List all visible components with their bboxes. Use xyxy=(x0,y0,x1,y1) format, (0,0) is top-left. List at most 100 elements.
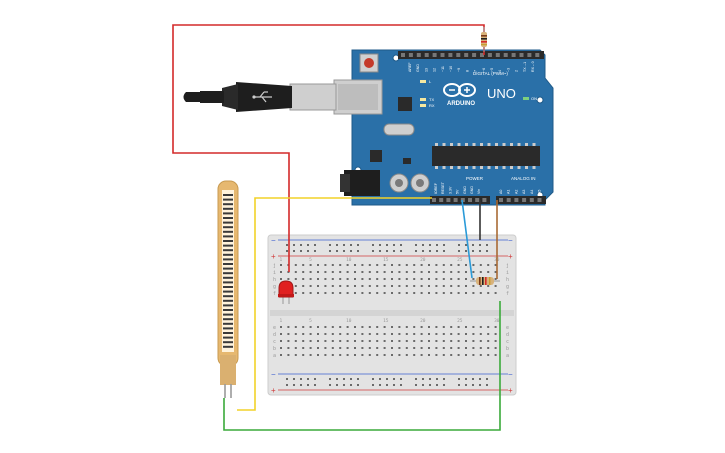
breadboard-hole[interactable] xyxy=(435,347,438,349)
breadboard-hole[interactable] xyxy=(450,340,453,342)
breadboard-hole[interactable] xyxy=(309,347,312,349)
breadboard-hole[interactable] xyxy=(383,278,386,280)
breadboard-hole[interactable] xyxy=(450,333,453,335)
rail-hole[interactable] xyxy=(443,250,445,252)
breadboard-hole[interactable] xyxy=(435,354,438,356)
breadboard-hole[interactable] xyxy=(465,292,467,294)
breadboard-hole[interactable] xyxy=(465,340,467,342)
rail-hole[interactable] xyxy=(472,384,474,386)
breadboard-hole[interactable] xyxy=(413,354,416,356)
breadboard-hole[interactable] xyxy=(317,285,319,287)
breadboard-hole[interactable] xyxy=(324,326,327,328)
breadboard-hole[interactable] xyxy=(287,326,290,328)
breadboard-hole[interactable] xyxy=(450,292,453,294)
breadboard-hole[interactable] xyxy=(361,354,364,356)
breadboard-hole[interactable] xyxy=(472,326,475,328)
rail-hole[interactable] xyxy=(472,244,474,246)
breadboard-hole[interactable] xyxy=(361,271,364,273)
rail-hole[interactable] xyxy=(479,384,481,386)
header-pin[interactable] xyxy=(440,53,445,57)
breadboard-hole[interactable] xyxy=(435,333,438,335)
usb-cable[interactable] xyxy=(183,82,337,112)
rail-hole[interactable] xyxy=(472,250,474,252)
breadboard-hole[interactable] xyxy=(346,264,349,266)
breadboard-hole[interactable] xyxy=(280,271,282,273)
breadboard-hole[interactable] xyxy=(294,354,297,356)
breadboard-hole[interactable] xyxy=(361,292,364,294)
breadboard-hole[interactable] xyxy=(324,340,327,342)
breadboard-hole[interactable] xyxy=(280,333,282,335)
breadboard-hole[interactable] xyxy=(361,285,364,287)
breadboard-hole[interactable] xyxy=(420,333,423,335)
breadboard-hole[interactable] xyxy=(450,326,453,328)
breadboard-hole[interactable] xyxy=(354,333,356,335)
breadboard-hole[interactable] xyxy=(435,278,438,280)
breadboard-hole[interactable] xyxy=(398,340,401,342)
breadboard-hole[interactable] xyxy=(487,285,490,287)
breadboard-hole[interactable] xyxy=(354,326,356,328)
breadboard-hole[interactable] xyxy=(435,271,438,273)
rail-hole[interactable] xyxy=(293,378,295,380)
breadboard-hole[interactable] xyxy=(354,340,356,342)
rail-hole[interactable] xyxy=(386,378,388,380)
header-pin[interactable] xyxy=(432,198,436,202)
breadboard-hole[interactable] xyxy=(302,271,305,273)
breadboard-hole[interactable] xyxy=(294,285,297,287)
breadboard-hole[interactable] xyxy=(346,340,349,342)
breadboard-hole[interactable] xyxy=(405,347,408,349)
rail-hole[interactable] xyxy=(372,384,374,386)
rail-hole[interactable] xyxy=(422,250,424,252)
breadboard-hole[interactable] xyxy=(361,340,364,342)
breadboard-hole[interactable] xyxy=(324,264,327,266)
rail-hole[interactable] xyxy=(343,244,345,246)
breadboard-hole[interactable] xyxy=(494,278,497,280)
rail-hole[interactable] xyxy=(300,250,302,252)
breadboard-hole[interactable] xyxy=(391,285,393,287)
breadboard-hole[interactable] xyxy=(435,326,438,328)
breadboard-hole[interactable] xyxy=(420,264,423,266)
breadboard-hole[interactable] xyxy=(457,278,460,280)
breadboard-hole[interactable] xyxy=(465,285,467,287)
breadboard-hole[interactable] xyxy=(324,333,327,335)
breadboard-hole[interactable] xyxy=(280,326,282,328)
rail-hole[interactable] xyxy=(350,378,352,380)
rail-hole[interactable] xyxy=(393,250,395,252)
breadboard-hole[interactable] xyxy=(457,326,460,328)
breadboard-hole[interactable] xyxy=(346,326,349,328)
breadboard-hole[interactable] xyxy=(413,285,416,287)
breadboard-hole[interactable] xyxy=(302,278,305,280)
rail-hole[interactable] xyxy=(393,384,395,386)
breadboard-hole[interactable] xyxy=(428,271,430,273)
breadboard-hole[interactable] xyxy=(302,333,305,335)
analog-header[interactable] xyxy=(496,196,546,204)
breadboard-hole[interactable] xyxy=(457,292,460,294)
breadboard-hole[interactable] xyxy=(324,347,327,349)
breadboard-hole[interactable] xyxy=(398,354,401,356)
breadboard-hole[interactable] xyxy=(331,292,334,294)
rail-hole[interactable] xyxy=(436,378,438,380)
resistor-breadboard[interactable] xyxy=(470,277,500,285)
header-pin[interactable] xyxy=(480,53,484,57)
breadboard-hole[interactable] xyxy=(472,333,475,335)
breadboard-hole[interactable] xyxy=(302,347,305,349)
rail-hole[interactable] xyxy=(436,384,438,386)
breadboard-hole[interactable] xyxy=(317,271,319,273)
breadboard-hole[interactable] xyxy=(287,278,290,280)
rail-hole[interactable] xyxy=(293,384,295,386)
rail-hole[interactable] xyxy=(329,378,331,380)
breadboard-hole[interactable] xyxy=(487,264,490,266)
breadboard-hole[interactable] xyxy=(420,326,423,328)
breadboard-hole[interactable] xyxy=(391,326,393,328)
breadboard-hole[interactable] xyxy=(368,292,371,294)
breadboard-hole[interactable] xyxy=(391,340,393,342)
rail-hole[interactable] xyxy=(357,250,359,252)
rail-hole[interactable] xyxy=(486,250,488,252)
breadboard-hole[interactable] xyxy=(405,264,408,266)
rail-hole[interactable] xyxy=(314,250,316,252)
rail-hole[interactable] xyxy=(422,244,424,246)
breadboard-hole[interactable] xyxy=(450,285,453,287)
rail-hole[interactable] xyxy=(472,378,474,380)
header-pin[interactable] xyxy=(506,198,511,202)
rail-hole[interactable] xyxy=(300,244,302,246)
breadboard-hole[interactable] xyxy=(376,326,379,328)
